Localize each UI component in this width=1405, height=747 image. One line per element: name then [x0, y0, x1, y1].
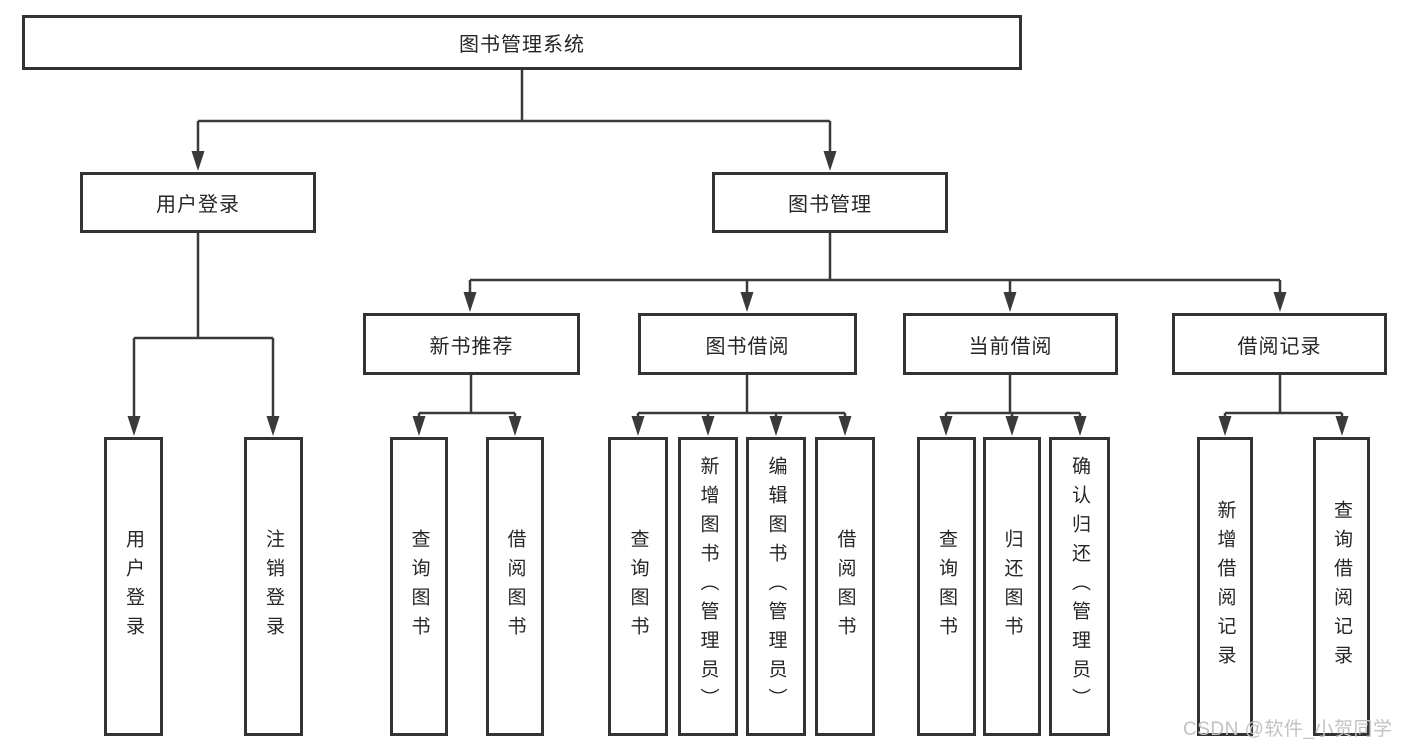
node-query-books-recommend: 查询图书: [390, 437, 448, 736]
node-borrow-books-borrowing: 借阅图书: [815, 437, 875, 736]
node-borrow-books-recommend: 借阅图书: [486, 437, 544, 736]
node-user-login-action: 用户登录: [104, 437, 163, 736]
node-add-borrow-record: 新增借阅记录: [1197, 437, 1253, 736]
node-query-books-current: 查询图书: [917, 437, 976, 736]
csdn-watermark: CSDN @软件_小贺同学: [1183, 719, 1393, 740]
node-library-management-system: 图书管理系统: [22, 15, 1022, 70]
node-query-borrow-record: 查询借阅记录: [1313, 437, 1370, 736]
node-confirm-return-admin: 确认归还（管理员）: [1049, 437, 1110, 736]
node-return-books: 归还图书: [983, 437, 1041, 736]
node-book-management: 图书管理: [712, 172, 948, 233]
node-edit-books-admin: 编辑图书（管理员）: [746, 437, 806, 736]
node-new-book-recommendation: 新书推荐: [363, 313, 580, 375]
node-user-login: 用户登录: [80, 172, 316, 233]
node-query-books-borrowing: 查询图书: [608, 437, 668, 736]
node-add-books-admin: 新增图书（管理员）: [678, 437, 738, 736]
node-book-borrowing: 图书借阅: [638, 313, 857, 375]
node-logout: 注销登录: [244, 437, 303, 736]
node-current-borrowing: 当前借阅: [903, 313, 1118, 375]
node-borrowing-records: 借阅记录: [1172, 313, 1387, 375]
